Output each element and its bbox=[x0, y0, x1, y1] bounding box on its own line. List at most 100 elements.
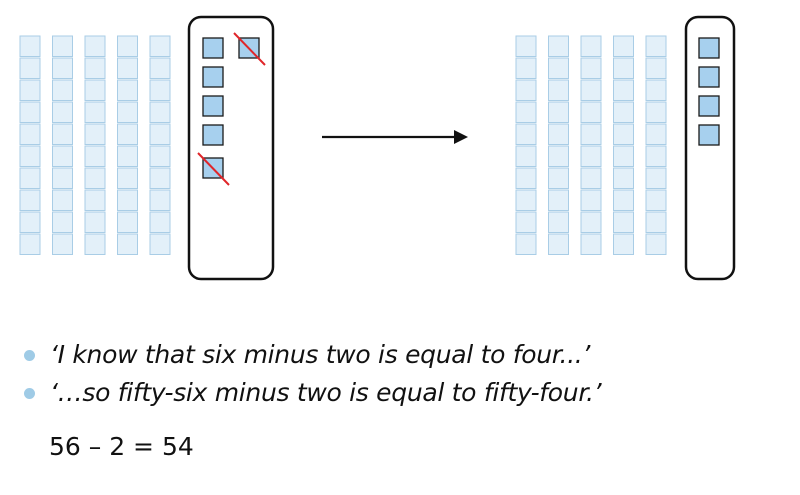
ten-rod-unit bbox=[645, 189, 667, 211]
ten-rod-unit bbox=[613, 101, 634, 123]
ten-rod-unit bbox=[645, 101, 667, 123]
ten-rod-unit bbox=[613, 57, 634, 79]
ten-rod-unit bbox=[117, 57, 138, 79]
ten-rod-unit bbox=[548, 145, 569, 167]
one-cube bbox=[202, 66, 224, 88]
ten-rod-unit bbox=[52, 189, 73, 211]
statement-1: ‘I know that six minus two is equal to f… bbox=[24, 336, 601, 374]
ten-rod bbox=[580, 35, 602, 255]
equation: 56 – 2 = 54 bbox=[49, 432, 194, 461]
ten-rod-unit bbox=[19, 57, 41, 79]
ten-rod-unit bbox=[515, 79, 537, 101]
ten-rod-unit bbox=[613, 123, 634, 145]
cross-out-line bbox=[197, 152, 230, 186]
statement-2-text: ‘…so fifty-six minus two is equal to fif… bbox=[50, 378, 602, 407]
ten-rod-unit bbox=[580, 145, 602, 167]
ten-rod bbox=[117, 35, 138, 255]
ten-rod-unit bbox=[84, 79, 106, 101]
ten-rod-unit bbox=[580, 233, 602, 255]
ten-rod-unit bbox=[52, 79, 73, 101]
ten-rod bbox=[19, 35, 41, 255]
ten-rod-unit bbox=[19, 211, 41, 233]
ten-rod-unit bbox=[84, 211, 106, 233]
ten-rod-unit bbox=[19, 167, 41, 189]
crossed-out-cube bbox=[197, 152, 230, 186]
ten-rod-unit bbox=[548, 211, 569, 233]
ten-rod-unit bbox=[149, 79, 171, 101]
ten-rod-unit bbox=[548, 35, 569, 57]
ten-rod-unit bbox=[515, 35, 537, 57]
ten-rod-unit bbox=[580, 189, 602, 211]
one-cube bbox=[698, 66, 720, 88]
ten-rod-unit bbox=[117, 211, 138, 233]
ten-rod-unit bbox=[548, 189, 569, 211]
statement-2: ‘…so fifty-six minus two is equal to fif… bbox=[24, 374, 602, 412]
ten-rod-unit bbox=[515, 145, 537, 167]
transform-arrow bbox=[322, 130, 468, 144]
statement-list: ‘I know that six minus two is equal to f… bbox=[24, 336, 602, 412]
ten-rod-unit bbox=[52, 101, 73, 123]
ten-rod bbox=[548, 35, 569, 255]
one-cube bbox=[202, 124, 224, 146]
ten-rod-unit bbox=[645, 123, 667, 145]
crossed-out-cube bbox=[233, 32, 266, 66]
ten-rod-unit bbox=[645, 145, 667, 167]
ten-rod-unit bbox=[19, 233, 41, 255]
one-cube bbox=[202, 95, 224, 117]
ten-rod-unit bbox=[548, 123, 569, 145]
ten-rod-unit bbox=[613, 79, 634, 101]
one-cube bbox=[698, 37, 720, 59]
ten-rod-unit bbox=[613, 35, 634, 57]
ten-rod-unit bbox=[580, 101, 602, 123]
ten-rod-unit bbox=[548, 101, 569, 123]
ten-rod-unit bbox=[580, 57, 602, 79]
ten-rod-unit bbox=[580, 123, 602, 145]
ten-rod-unit bbox=[580, 35, 602, 57]
base-ten-subtraction-diagram bbox=[19, 15, 736, 281]
ten-rod-unit bbox=[515, 57, 537, 79]
one-cube bbox=[202, 37, 224, 59]
ten-rod-unit bbox=[19, 79, 41, 101]
ten-rod-unit bbox=[84, 189, 106, 211]
ten-rod-unit bbox=[515, 211, 537, 233]
ten-rod-unit bbox=[149, 145, 171, 167]
before-ones-box bbox=[187, 15, 275, 281]
ten-rod bbox=[149, 35, 171, 255]
ten-rod-unit bbox=[84, 145, 106, 167]
ten-rod-unit bbox=[52, 167, 73, 189]
statement-1-text: ‘I know that six minus two is equal to f… bbox=[50, 340, 591, 369]
ten-rod-unit bbox=[149, 233, 171, 255]
ten-rod-unit bbox=[613, 145, 634, 167]
ten-rod-unit bbox=[117, 167, 138, 189]
ten-rod-unit bbox=[515, 189, 537, 211]
ten-rod-unit bbox=[645, 57, 667, 79]
ten-rod-unit bbox=[515, 233, 537, 255]
ten-rod-unit bbox=[117, 233, 138, 255]
bullet-dot bbox=[24, 350, 35, 361]
ten-rod-unit bbox=[117, 101, 138, 123]
bullet-dot bbox=[24, 388, 35, 399]
ten-rod bbox=[515, 35, 537, 255]
ten-rod-unit bbox=[645, 35, 667, 57]
ten-rod-unit bbox=[84, 57, 106, 79]
after-ones-box bbox=[684, 15, 736, 281]
ten-rod bbox=[84, 35, 106, 255]
ten-rod-unit bbox=[52, 123, 73, 145]
ten-rod-unit bbox=[117, 189, 138, 211]
ten-rod-unit bbox=[580, 167, 602, 189]
ten-rod-unit bbox=[52, 233, 73, 255]
ten-rod-unit bbox=[580, 211, 602, 233]
ten-rod-unit bbox=[52, 35, 73, 57]
ten-rod-unit bbox=[84, 123, 106, 145]
ten-rod-unit bbox=[52, 145, 73, 167]
ten-rod-unit bbox=[149, 57, 171, 79]
ten-rod-unit bbox=[52, 57, 73, 79]
ten-rod-unit bbox=[84, 233, 106, 255]
ten-rod-unit bbox=[645, 79, 667, 101]
after-tens-rods bbox=[515, 35, 667, 255]
ten-rod-unit bbox=[149, 189, 171, 211]
after-ones-cubes bbox=[698, 37, 720, 146]
ten-rod-unit bbox=[548, 233, 569, 255]
ten-rod-unit bbox=[117, 79, 138, 101]
ten-rod-unit bbox=[19, 189, 41, 211]
